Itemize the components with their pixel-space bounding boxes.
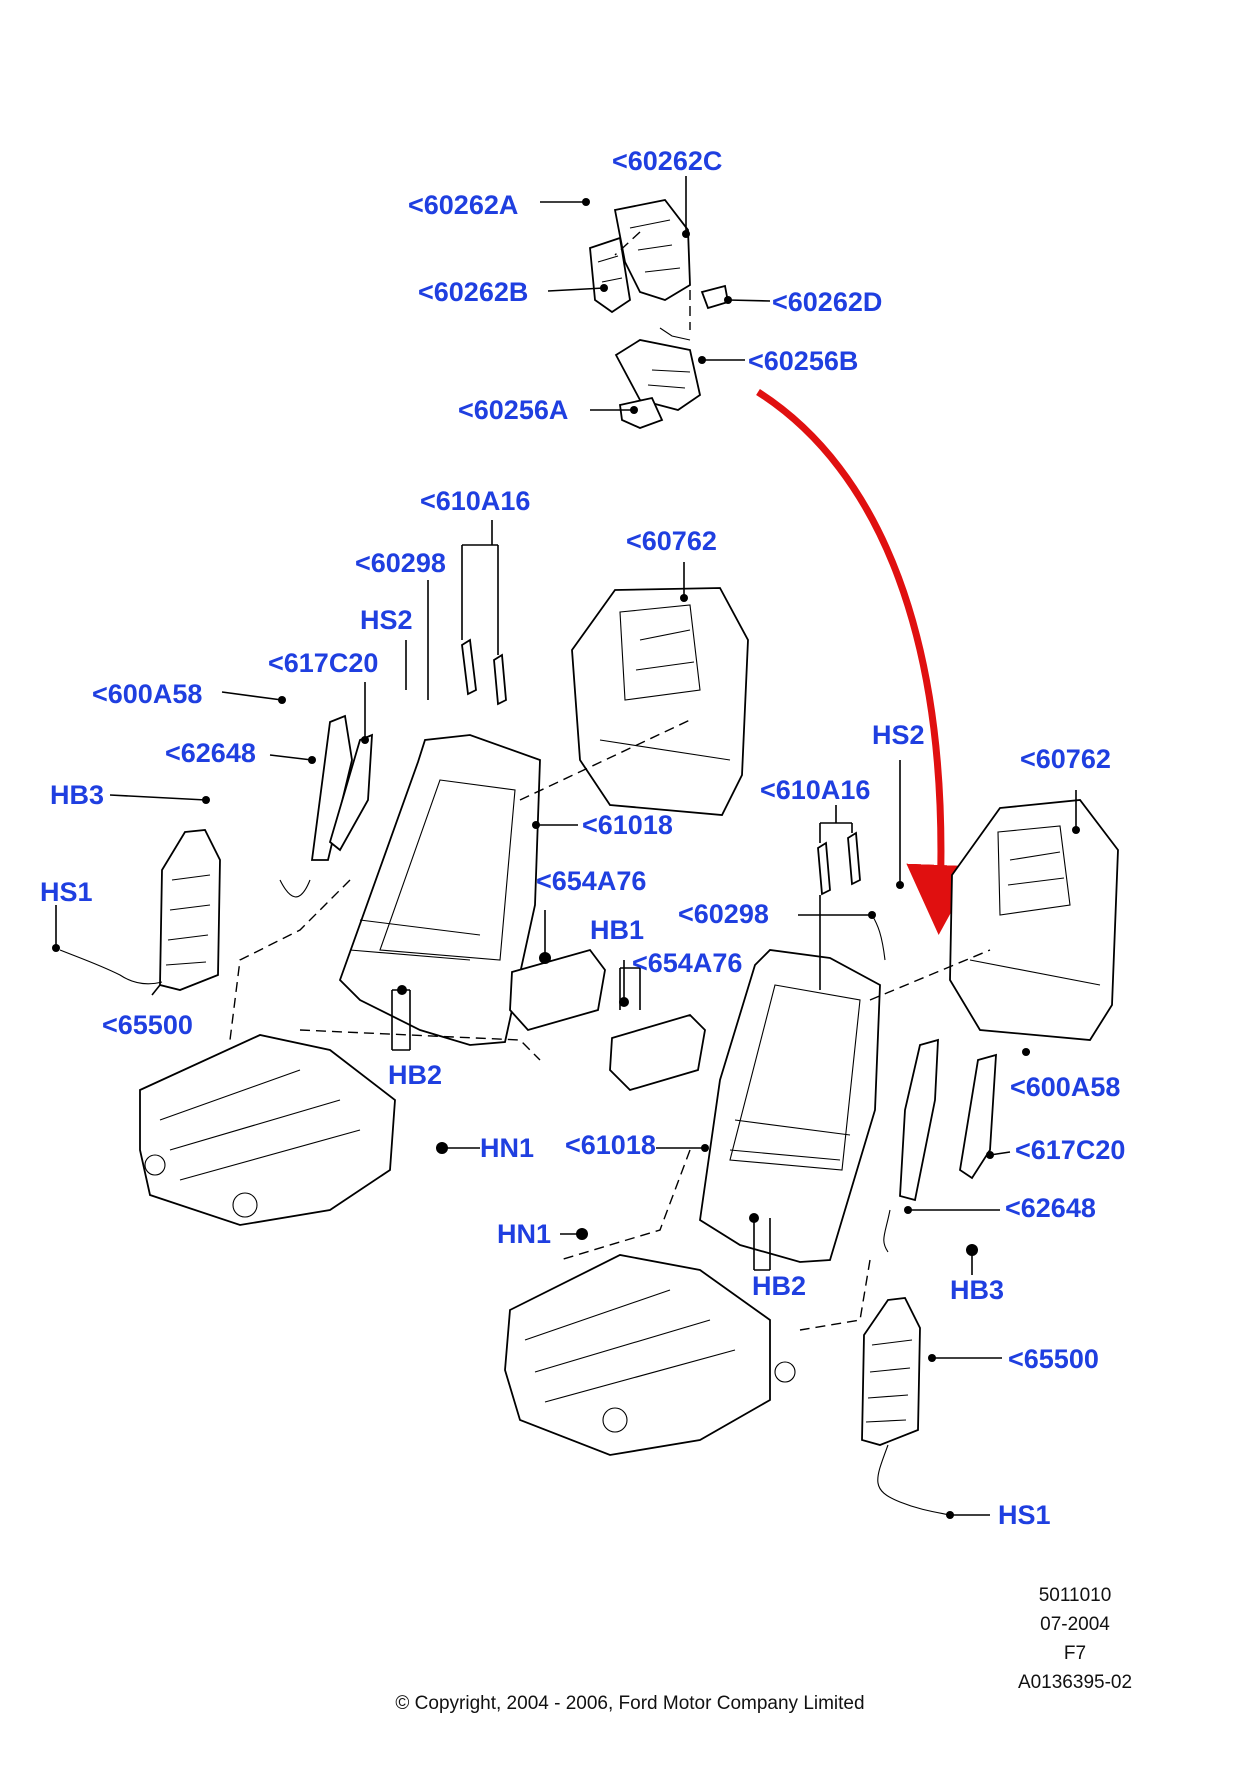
label-left-60298[interactable]: <60298 xyxy=(355,548,446,578)
label-left-654A76[interactable]: <654A76 xyxy=(536,866,647,896)
label-right-654A76[interactable]: <654A76 xyxy=(632,948,743,978)
label-left-61018[interactable]: <61018 xyxy=(582,810,673,840)
left-leader-lines xyxy=(55,520,691,1149)
left-seat-assembly xyxy=(52,587,749,1226)
label-right-HS1[interactable]: HS1 xyxy=(998,1500,1051,1530)
label-left-60762[interactable]: <60762 xyxy=(626,526,717,556)
label-right-61018[interactable]: <61018 xyxy=(565,1130,656,1160)
label-right-600A58[interactable]: <600A58 xyxy=(1010,1072,1121,1102)
label-60262D[interactable]: <60262D xyxy=(772,287,883,317)
label-right-65500[interactable]: <65500 xyxy=(1008,1344,1099,1374)
revision-date: 07-2004 xyxy=(1040,1614,1110,1635)
label-right-62648[interactable]: <62648 xyxy=(1005,1193,1096,1223)
label-left-62648[interactable]: <62648 xyxy=(165,738,256,768)
label-right-HB3[interactable]: HB3 xyxy=(950,1275,1005,1305)
label-left-HB2[interactable]: HB2 xyxy=(388,1060,443,1090)
relocation-arrow xyxy=(756,389,977,935)
label-60262C[interactable]: <60262C xyxy=(612,146,723,176)
label-right-HN1[interactable]: HN1 xyxy=(497,1219,552,1249)
label-60262A[interactable]: <60262A xyxy=(408,190,519,220)
document-id: A0136395-02 xyxy=(1017,1672,1133,1693)
label-left-617C20[interactable]: <617C20 xyxy=(268,648,379,678)
label-right-610A16[interactable]: <610A16 xyxy=(760,775,871,805)
label-left-600A58[interactable]: <600A58 xyxy=(92,679,203,709)
label-60256B[interactable]: <60256B xyxy=(748,346,859,376)
headrest-cover-assembly xyxy=(582,198,732,429)
label-right-60762[interactable]: <60762 xyxy=(1020,744,1111,774)
label-right-617C20[interactable]: <617C20 xyxy=(1015,1135,1126,1165)
label-right-HB2[interactable]: HB2 xyxy=(752,1271,807,1301)
section-code: F7 xyxy=(1063,1643,1087,1664)
label-left-HN1[interactable]: HN1 xyxy=(480,1133,535,1163)
label-60262B[interactable]: <60262B xyxy=(418,277,529,307)
right-leader-lines xyxy=(559,760,1077,1516)
label-right-60298[interactable]: <60298 xyxy=(678,899,769,929)
label-left-65500[interactable]: <65500 xyxy=(102,1010,193,1040)
label-left-HS2[interactable]: HS2 xyxy=(360,605,413,635)
label-right-HS2[interactable]: HS2 xyxy=(872,720,925,750)
label-60256A[interactable]: <60256A xyxy=(458,395,569,425)
label-left-HB3[interactable]: HB3 xyxy=(50,780,105,810)
top-leader-lines xyxy=(540,176,771,411)
reference-number: 5011010 xyxy=(1038,1585,1112,1606)
label-left-HS1[interactable]: HS1 xyxy=(40,877,93,907)
label-HB1[interactable]: HB1 xyxy=(590,915,645,945)
label-left-610A16[interactable]: <610A16 xyxy=(420,486,531,516)
copyright-notice: © Copyright, 2004 - 2006, Ford Motor Com… xyxy=(395,1693,865,1714)
right-seat-assembly xyxy=(504,799,1119,1519)
